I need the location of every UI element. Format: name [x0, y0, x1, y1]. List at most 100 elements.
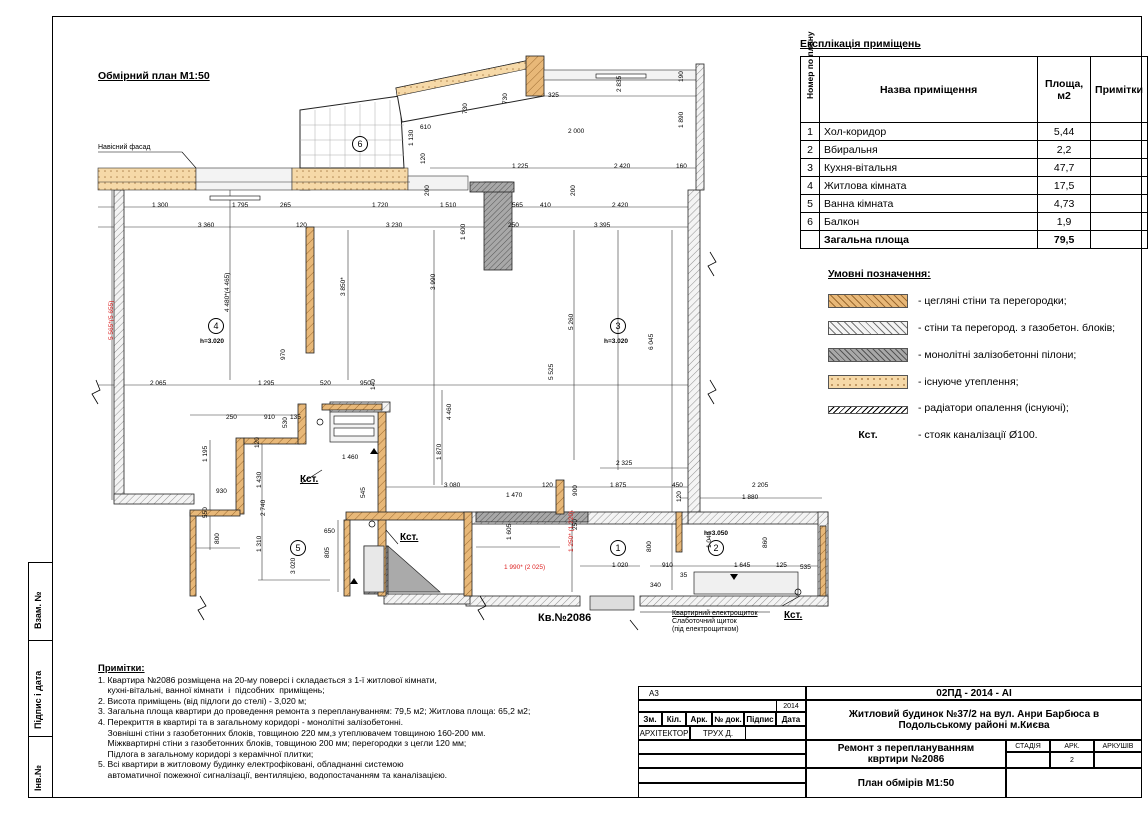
brick-partitions	[189, 226, 827, 597]
dimension-label: 2 325	[616, 460, 633, 467]
room-6-marker: 6	[352, 136, 368, 152]
building-name: Житловий будинок №37/2 на вул. Анри Барб…	[806, 700, 1142, 740]
dimension-label: 1 295	[258, 380, 275, 387]
dimension-label: 450	[672, 482, 683, 489]
explication-header: Примітки	[1090, 56, 1148, 123]
concrete-swatch	[828, 348, 908, 362]
dimension-label: 1 250* (1 220)	[568, 510, 575, 552]
note-line: 5. Всі квартири в житловому будинку елек…	[98, 759, 404, 770]
side-stamp-strip: Взам. № Підпис і дата Інв.№	[28, 562, 53, 798]
explication-cell-name: Житлова кімната	[818, 176, 1039, 195]
dimension-label: 1 310	[256, 535, 263, 552]
dimension-label: 340	[650, 582, 661, 589]
sheet-header: АРК.	[1050, 740, 1094, 752]
dimension-label: 650	[324, 528, 335, 535]
dimension-label: 565	[512, 202, 523, 209]
explication-cell-note	[1090, 212, 1148, 231]
utility-blocks	[316, 411, 802, 611]
facade-strip	[97, 167, 469, 191]
stamp-column-header: № док.	[712, 712, 744, 726]
dimension-label: 135	[290, 414, 301, 421]
explication-title: Експлікація приміщень	[800, 38, 921, 50]
dimension-label: 1 195	[202, 445, 209, 462]
dimension-label: 1 795	[232, 202, 249, 209]
dimension-label: 520	[320, 380, 331, 387]
explication-cell-area: 5,44	[1037, 122, 1092, 141]
dimension-label: 910	[662, 562, 673, 569]
dimension-label: 200	[570, 185, 577, 196]
architect-role: АРХІТЕКТОР	[638, 726, 690, 740]
dimension-label: 2 835	[616, 75, 623, 92]
dimension-label: 900	[572, 485, 579, 496]
room-4-height: h=3.020	[200, 338, 225, 345]
dimension-label: 6 045	[648, 333, 655, 350]
total-label: Загальна площа	[818, 230, 1039, 249]
dimension-label: 1 870	[436, 443, 443, 460]
project-name: Ремонт з переплануванням квртири №2086	[806, 740, 1006, 768]
note-line: автоматичної пожежної сигналізації, вент…	[98, 769, 448, 780]
plan-title: Обмірний план М1:50	[98, 70, 210, 82]
dimension-label: 3 080	[444, 482, 461, 489]
dimension-label: 4 480*(4 465)	[224, 272, 231, 312]
stamp-column-header: Зм.	[638, 712, 662, 726]
dimension-label: 860	[762, 537, 769, 548]
concrete-pylons	[363, 181, 589, 595]
legend-item: - цегляні стіни та перегородки;	[828, 294, 1067, 308]
dimension-label: 190	[678, 71, 685, 82]
dimension-label: 120	[420, 153, 427, 164]
dimension-label: 140	[370, 379, 377, 390]
stamp-column-header: Арк.	[686, 712, 712, 726]
dimension-label: 5 565*(5 655)	[108, 300, 115, 340]
dimension-label: 550	[202, 507, 209, 518]
explication-cell-area: 1,9	[1037, 212, 1092, 231]
explication-header: Площа, м2	[1037, 56, 1092, 123]
dimension-label: 530	[282, 417, 289, 428]
brick-swatch	[828, 294, 908, 308]
note-line: 4. Перекриття в квартирі та в загальному…	[98, 716, 404, 727]
dimension-label: 730	[502, 93, 509, 104]
note-line: 2. Висота приміщень (від підлоги до стел…	[98, 695, 307, 706]
note-line: кухні-вітальні, ванної кімнати і підсобн…	[98, 685, 325, 696]
dimension-label: 1 645	[734, 562, 751, 569]
dimension-label: 610	[420, 124, 431, 131]
dimension-label: 1 510	[440, 202, 457, 209]
explication-cell-area: 47,7	[1037, 158, 1092, 177]
legend-item: - монолітні залізобетонні пілони;	[828, 348, 1076, 362]
panel-label: Слаботочний щиток	[672, 618, 737, 625]
dimension-label: 1 130	[408, 129, 415, 146]
room-3-marker: 3	[610, 318, 626, 334]
dimension-label: 3 990	[430, 273, 437, 290]
dimension-label: 3 020	[290, 557, 297, 574]
apartment-label: Кв.№2086	[538, 612, 592, 624]
explication-cell-name: Кухня-вітальня	[818, 158, 1039, 177]
explication-cell-area: 17,5	[1037, 176, 1092, 195]
stage-header: СТАДІЯ	[1006, 740, 1050, 752]
dimension-label: 1 600	[460, 223, 467, 240]
insulation-swatch	[828, 375, 908, 389]
dimension-label: 950	[360, 380, 371, 387]
room-5-marker: 5	[290, 540, 306, 556]
explication-cell-num: 6	[800, 212, 820, 231]
stamp-column-header: Підпис	[744, 712, 776, 726]
sewer-riser-symbol: Кст.	[858, 429, 878, 441]
explication-cell-name: Хол-коридор	[818, 122, 1039, 141]
note-line: 3. Загальна площа квартири до проведення…	[98, 706, 531, 717]
dimension-label: 1 720	[372, 202, 389, 209]
dimension-label: 120	[676, 491, 683, 502]
dimension-label: 800	[214, 533, 221, 544]
dimension-label: 930	[216, 488, 227, 495]
radiators	[209, 73, 647, 201]
dimension-label: 3 850*	[340, 277, 347, 296]
dimension-label: 1 875	[610, 482, 627, 489]
dimension-label: 250	[226, 414, 237, 421]
explication-cell-note	[1090, 176, 1148, 195]
total-area: 79,5	[1037, 230, 1092, 249]
notes: Примітки: 1. Квартира №2086 розміщена на…	[98, 663, 638, 781]
dimension-label: 1 225	[512, 163, 529, 170]
dimension-label: 160	[676, 163, 687, 170]
dimension-label: 545	[360, 487, 367, 498]
dimension-label: 410	[540, 202, 551, 209]
facade-label: Навісний фасад	[98, 144, 151, 151]
note-line: 1. Квартира №2086 розміщена на 20-му пов…	[98, 674, 437, 685]
